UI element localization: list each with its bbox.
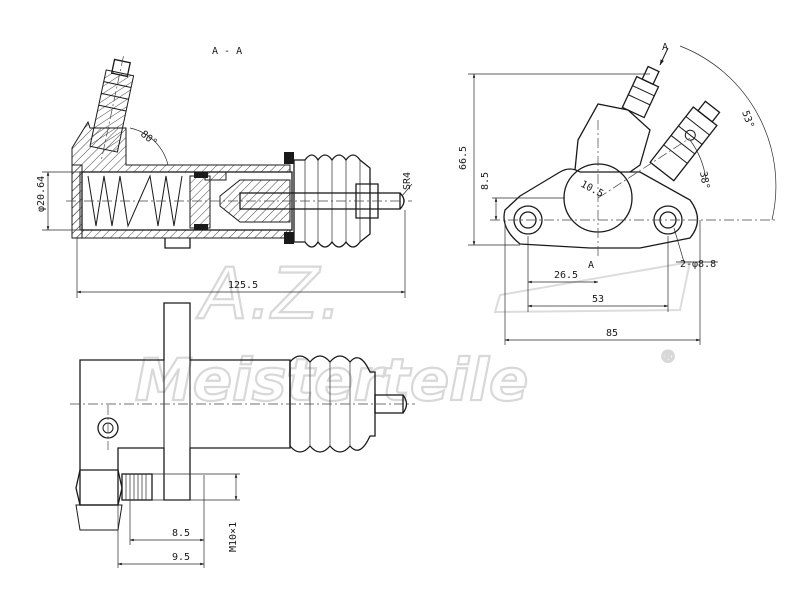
watermark-registered: ® [660,347,676,366]
watermark: A.Z. Meisterteile ® [134,252,692,415]
view-marker: A [662,42,668,53]
section-label: A - A [212,46,242,57]
dim-angle-outer: 53° [739,109,756,130]
end-view-angle-line [597,137,691,199]
end-view: A 53° 38° 66.5 8.5 10.5 A 26.5 53 85 [458,42,777,345]
angle-arc-38 [689,139,707,181]
dim-bleeder-offset-a: 8.5 [172,528,190,539]
hose-port-fitting [89,56,135,159]
leader-sr4 [401,183,413,197]
dim-bleeder-offset-b: 9.5 [172,552,190,563]
watermark-badge-shape [493,260,692,314]
upper-fitting-tip [641,65,660,86]
section-view-a-a: A - A 80° [36,46,413,298]
rubber-boot [293,154,371,248]
bleeder-rings [663,116,710,164]
body-end-wall [71,164,83,239]
bleeder-hex-nut [75,469,123,506]
dim-total-length: 125.5 [228,280,258,291]
dim-thread-sr: SR4 [402,172,413,190]
bleeder-fitting [649,100,721,182]
bleeder-thread [121,473,153,501]
dim-offset-small: 10.5 [579,179,605,200]
dim-hole-spacing-half: 26.5 [554,270,578,281]
upper-fitting-rings [628,85,655,106]
bleeder-thread-lines [125,474,147,500]
boot-seal-bottom [284,232,294,244]
bleeder-cap [697,100,721,123]
push-rod-collar [355,183,379,219]
body-mount-tab [164,238,191,249]
dim-thread-size: M10×1 [228,522,239,552]
boot-seal-top [284,152,294,164]
dim-bore-diameter: φ20.64 [36,176,47,212]
angle-arc-53 [679,45,777,221]
center-marker: A [588,260,594,271]
bleeder-center [684,129,696,141]
mounting-flange [503,168,699,249]
dim-height-total: 66.5 [458,146,469,170]
angle-arc-80 [129,127,169,166]
upper-port-fitting [621,65,660,119]
piston [189,175,211,229]
view-arrow [659,47,669,66]
side-rubber-boot [289,355,376,453]
dim-height-center: 8.5 [480,172,491,190]
watermark-brand: Meisterteile [135,346,528,414]
dim-hole-span: 53 [592,294,604,305]
dim-mount-holes: 2-φ8.8 [680,259,716,270]
leader-mount-holes [673,227,685,263]
piston-seal-bottom [194,224,208,230]
watermark-logo: A.Z. [196,253,342,335]
dim-angle-line: 38° [697,171,711,191]
piston-seal-top [194,172,208,178]
side-view: 8.5 9.5 M10×1 [70,302,415,568]
bleeder-nut-base [75,504,123,531]
cylinder-upper-body [574,103,651,173]
side-push-rod-tip [402,394,408,414]
dim-flange-width: 85 [606,328,618,339]
return-spring [87,174,183,228]
